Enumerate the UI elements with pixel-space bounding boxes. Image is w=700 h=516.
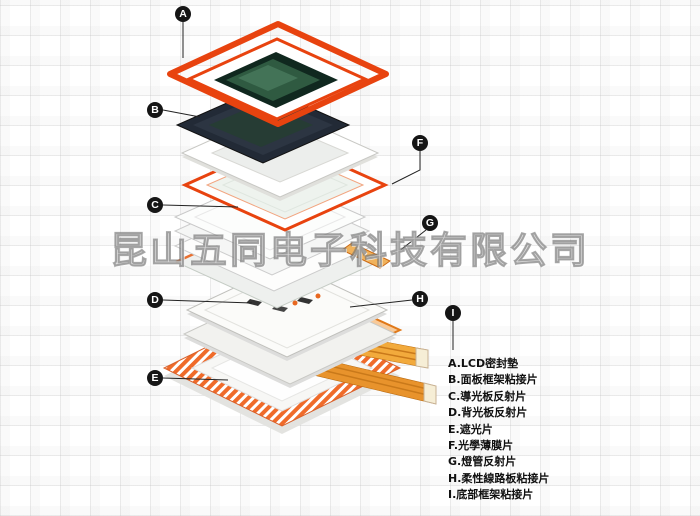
legend-item: A.LCD密封墊	[448, 357, 519, 370]
label-marker-h: H	[412, 291, 428, 307]
legend-item: D.背光板反射片	[448, 406, 528, 420]
marker-letter: A	[179, 8, 187, 20]
legend-item: H.柔性線路板粘接片	[448, 471, 550, 485]
label-marker-a: A	[175, 6, 191, 22]
layer-a-gasket	[167, 21, 389, 127]
legend-item: G.燈管反射片	[448, 455, 517, 469]
legend-item: E.遮光片	[448, 422, 493, 436]
label-marker-g: G	[422, 215, 438, 231]
leader-lines	[162, 22, 454, 381]
label-marker-b: B	[147, 102, 163, 118]
marker-letter: E	[151, 372, 159, 384]
marker-letter: I	[451, 307, 455, 319]
label-marker-f: F	[412, 135, 428, 151]
label-marker-d: D	[147, 292, 163, 308]
legend-item: F.光學薄膜片	[448, 439, 514, 453]
label-marker-c: C	[147, 197, 163, 213]
marker-letter: B	[151, 104, 159, 116]
legend-item: B.面板框架粘接片	[448, 373, 538, 387]
label-marker-i: I	[445, 305, 461, 321]
marker-letter: G	[425, 217, 435, 229]
label-marker-e: E	[147, 370, 163, 386]
marker-letter: H	[416, 293, 424, 305]
marker-letter: D	[151, 294, 159, 306]
marker-letter: F	[416, 137, 424, 149]
marker-letter: C	[151, 199, 159, 211]
legend-item: C.導光板反射片	[448, 389, 527, 403]
legend: A.LCD密封墊 B.面板框架粘接片 C.導光板反射片 D.背光板反射片 E.遮…	[448, 356, 638, 504]
layer-g-lamp-reflector	[341, 242, 391, 269]
legend-item: I.底部框架粘接片	[448, 488, 534, 502]
